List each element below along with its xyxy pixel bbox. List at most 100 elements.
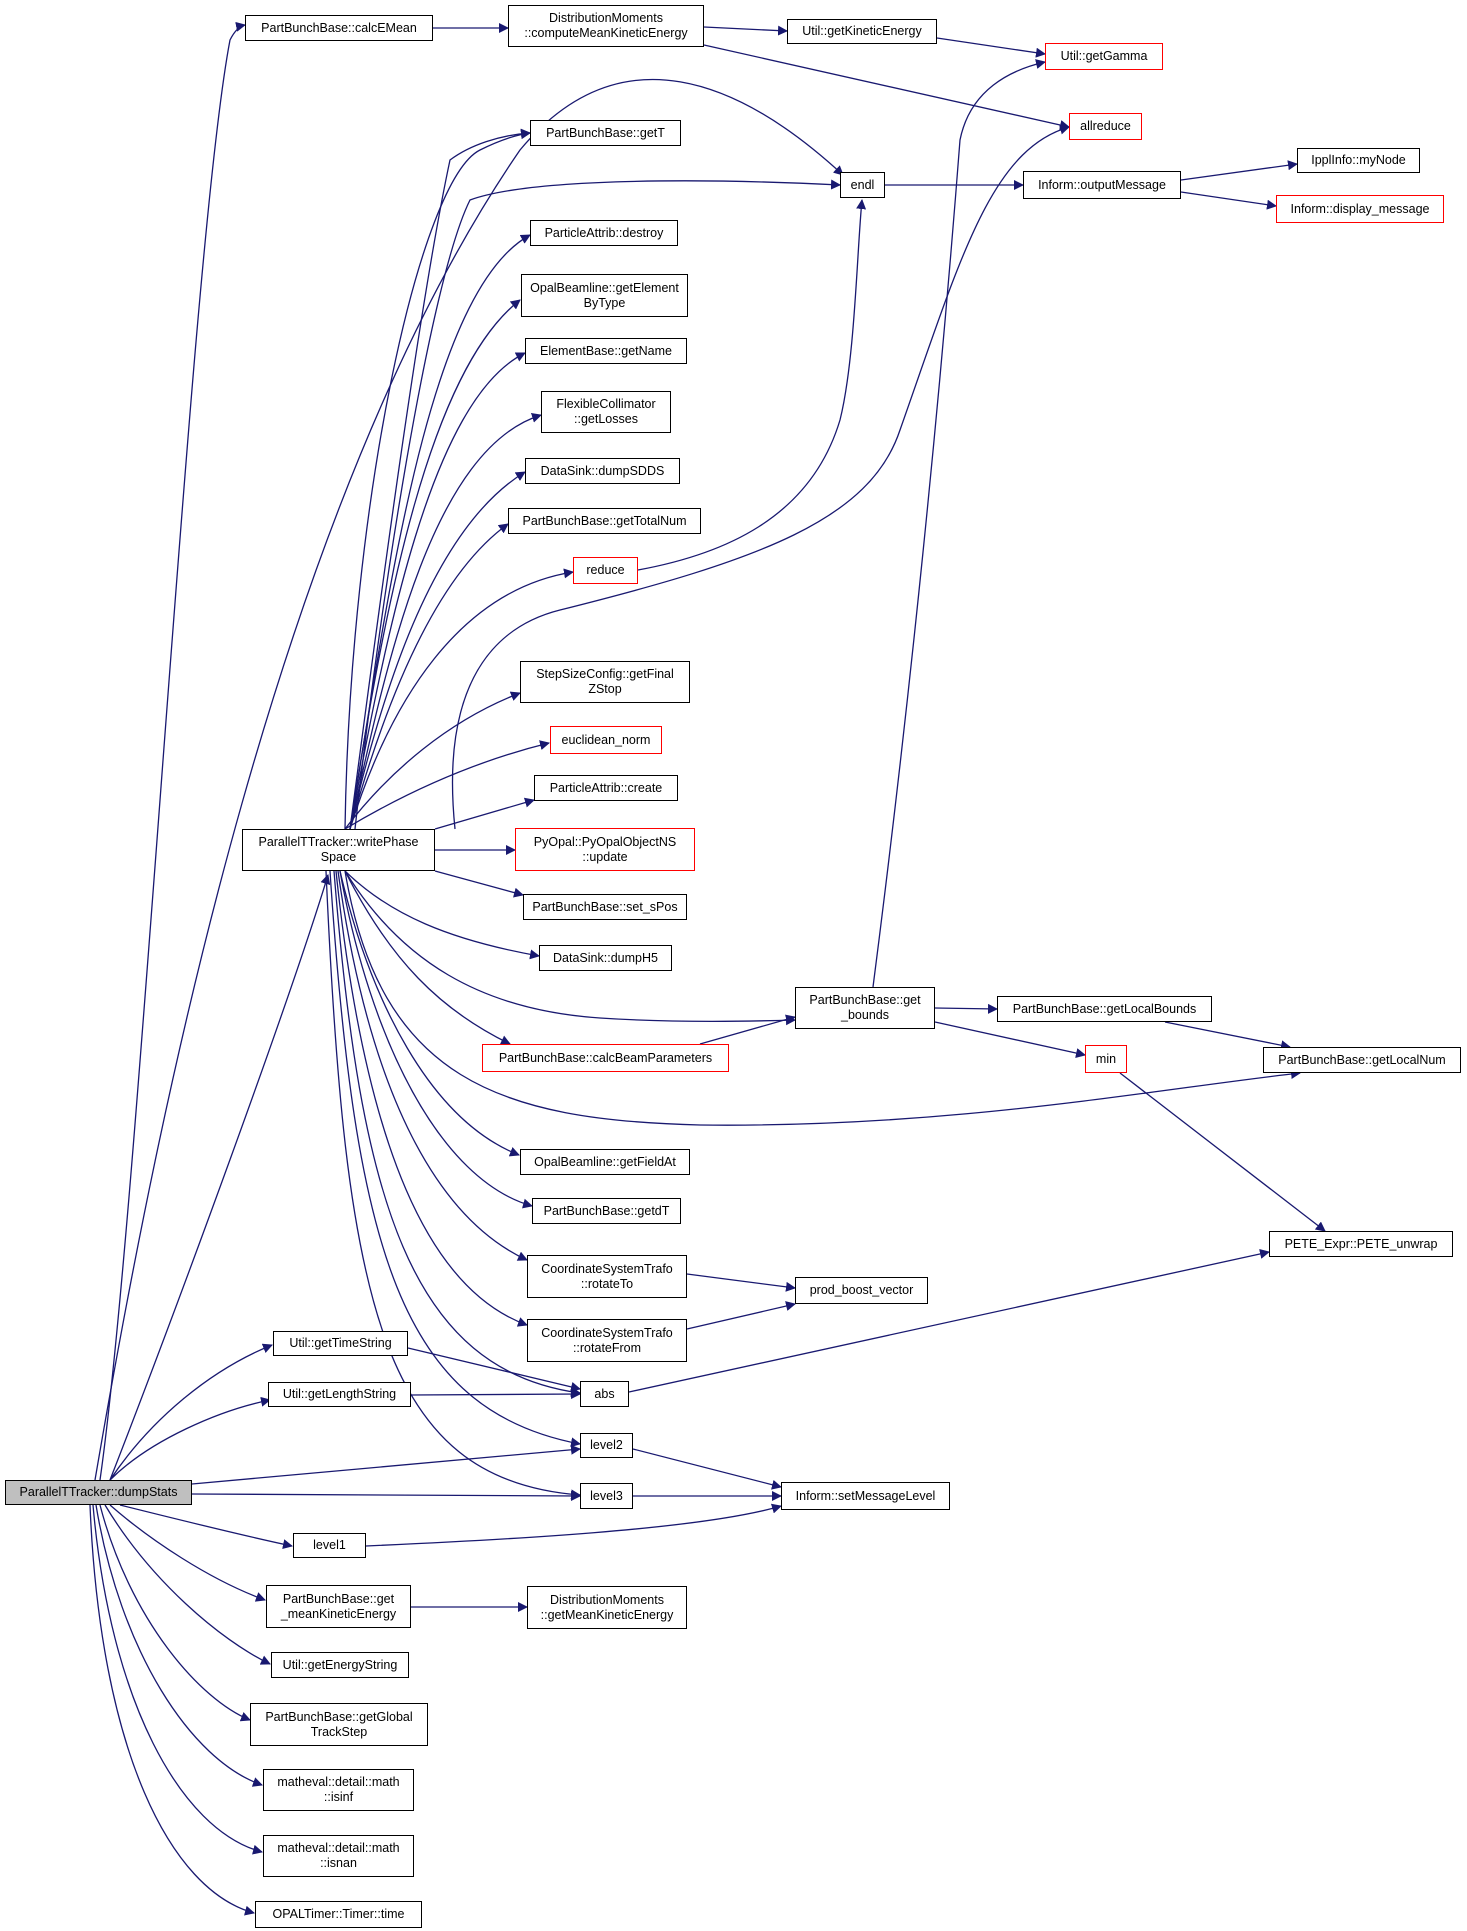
node-get-time-string[interactable]: Util::getTimeString (273, 1331, 408, 1356)
node-output-message[interactable]: Inform::outputMessage (1023, 171, 1181, 199)
node-display-message[interactable]: Inform::display_message (1276, 195, 1444, 223)
edge-wps-calcbeamparameters (344, 870, 511, 1045)
node-calc-emean[interactable]: PartBunchBase::calcEMean (245, 15, 433, 41)
node-allreduce[interactable]: allreduce (1069, 113, 1142, 140)
edge-level2-setmessagelevel (632, 1448, 782, 1490)
node-getd-t[interactable]: PartBunchBase::getdT (532, 1198, 681, 1224)
node-endl[interactable]: endl (840, 172, 885, 198)
edge-calcbeamparameters-getbounds (699, 1014, 796, 1045)
edge-wps-rotatefrom (335, 870, 528, 1327)
node-set-spos[interactable]: PartBunchBase::set_sPos (523, 894, 687, 920)
edge-root-endl (94, 78, 844, 1481)
edge-rotateto-prodboostvector (686, 1273, 796, 1292)
edge-wps-getdt (339, 870, 533, 1209)
edge-root-isnan (92, 1504, 263, 1855)
edge-root-getlengthstring (109, 1396, 271, 1481)
edge-getlocalbounds-getlocalnum (1164, 1021, 1291, 1051)
node-get-element-by-type[interactable]: OpalBeamline::getElement ByType (521, 274, 688, 317)
node-pete-unwrap[interactable]: PETE_Expr::PETE_unwrap (1269, 1231, 1453, 1257)
node-get-local-bounds[interactable]: PartBunchBase::getLocalBounds (997, 996, 1212, 1022)
edge-wps-getfinalzstop (344, 691, 521, 830)
node-dm-get-mean-ke[interactable]: DistributionMoments ::getMeanKineticEner… (527, 1586, 687, 1629)
edge-root-getglobaltrackstep (99, 1504, 251, 1722)
node-level1[interactable]: level1 (293, 1533, 366, 1558)
edge-root-timertime (89, 1504, 255, 1916)
edge-root-calcemean (99, 21, 246, 1481)
edge-getbounds-min (934, 1021, 1086, 1058)
edge-wps-getfieldat (339, 870, 520, 1157)
edge-wps-getelementbytype (349, 299, 521, 830)
node-euclidean-norm[interactable]: euclidean_norm (550, 726, 662, 754)
edge-wps-create (434, 797, 535, 830)
node-isnan[interactable]: matheval::detail::math ::isnan (263, 1835, 414, 1877)
node-get-final-zstop[interactable]: StepSizeConfig::getFinal ZStop (520, 661, 690, 703)
node-get-losses[interactable]: FlexibleCollimator ::getLosses (541, 391, 671, 433)
node-rotate-to[interactable]: CoordinateSystemTrafo ::rotateTo (527, 1255, 687, 1298)
node-get-local-num[interactable]: PartBunchBase::getLocalNum (1263, 1047, 1461, 1073)
edge-root-writephasespace (109, 874, 331, 1481)
edge-reduce-endl (637, 199, 867, 571)
node-destroy[interactable]: ParticleAttrib::destroy (530, 220, 678, 246)
edge-computemeanke-allreduce (703, 44, 1070, 130)
edge-abs-peteunwrap (628, 1249, 1270, 1393)
node-rotate-from[interactable]: CoordinateSystemTrafo ::rotateFrom (527, 1319, 687, 1362)
edge-root-getmeanke (109, 1504, 266, 1602)
edge-rotatefrom-prodboostvector (686, 1301, 796, 1330)
node-prod-boost-vector[interactable]: prod_boost_vector (795, 1277, 928, 1304)
node-calc-beam-parameters[interactable]: PartBunchBase::calcBeamParameters (482, 1044, 729, 1072)
edge-wps-getname (349, 352, 526, 830)
edge-getlengthstring-abs (410, 1389, 581, 1400)
edge-outputmessage-mynode (1180, 160, 1298, 181)
edge-root-getenergystring (104, 1504, 271, 1665)
node-compute-mean-ke[interactable]: DistributionMoments ::computeMeanKinetic… (508, 5, 704, 47)
edge-min-peteunwrap (1119, 1072, 1326, 1232)
edge-level1-setmessagelevel (365, 1503, 782, 1547)
node-level3[interactable]: level3 (580, 1483, 633, 1509)
edge-wps-reduce (349, 568, 574, 830)
edge-root-level1 (119, 1504, 293, 1550)
edge-computemeanke-getkineticenergy (703, 25, 788, 36)
node-isinf[interactable]: matheval::detail::math ::isinf (263, 1769, 414, 1811)
node-get-length-string[interactable]: Util::getLengthString (268, 1382, 411, 1407)
node-py-update[interactable]: PyOpal::PyOpalObjectNS ::update (515, 828, 695, 871)
edge-wps-endl (354, 179, 841, 830)
node-get-mean-ke[interactable]: PartBunchBase::get _meanKineticEnergy (266, 1585, 411, 1628)
node-my-node[interactable]: IpplInfo::myNode (1297, 148, 1420, 173)
node-abs[interactable]: abs (580, 1381, 629, 1407)
edge-getbounds-getlocalbounds (934, 1003, 998, 1014)
edge-wps-euclideannorm (344, 740, 550, 830)
edge-writephasespace-allreduce (451, 124, 1070, 830)
node-get-total-num[interactable]: PartBunchBase::getTotalNum (508, 508, 701, 534)
node-level2[interactable]: level2 (580, 1433, 633, 1458)
node-get-name[interactable]: ElementBase::getName (525, 338, 687, 364)
node-create[interactable]: ParticleAttrib::create (534, 775, 678, 801)
node-get-gamma[interactable]: Util::getGamma (1045, 43, 1163, 70)
node-get-field-at[interactable]: OpalBeamline::getFieldAt (520, 1149, 690, 1175)
node-dump-h5[interactable]: DataSink::dumpH5 (539, 945, 672, 971)
node-timer-time[interactable]: OPALTimer::Timer::time (255, 1901, 422, 1928)
node-dump-sdds[interactable]: DataSink::dumpSDDS (525, 458, 680, 484)
node-get-bounds[interactable]: PartBunchBase::get _bounds (795, 987, 935, 1029)
edge-gettimestring-abs (407, 1347, 581, 1392)
node-reduce[interactable]: reduce (573, 557, 638, 584)
node-get-global-track-step[interactable]: PartBunchBase::getGlobal TrackStep (250, 1703, 428, 1746)
edge-wps-rotateto (337, 870, 528, 1261)
node-get-kinetic-energy[interactable]: Util::getKineticEnergy (787, 19, 937, 44)
edge-wps-getlosses (349, 412, 542, 830)
edge-wps-getT (349, 128, 531, 830)
node-write-phase-space[interactable]: ParallelTTracker::writePhase Space (242, 829, 435, 871)
node-get-t[interactable]: PartBunchBase::getT (530, 120, 681, 146)
edge-root-level3 (191, 1490, 581, 1501)
edge-getkineticenergy-getgamma (936, 37, 1046, 58)
node-root: ParallelTTracker::dumpStats (5, 1480, 192, 1505)
edge-wps-dumpsdds (349, 471, 526, 830)
edge-wps-abs (333, 870, 581, 1397)
edge-wps-getlocalnum (344, 870, 1301, 1126)
node-min[interactable]: min (1085, 1045, 1127, 1073)
node-set-message-level[interactable]: Inform::setMessageLevel (781, 1482, 950, 1510)
edge-wps-getbounds (344, 870, 796, 1026)
node-get-energy-string[interactable]: Util::getEnergyString (271, 1652, 409, 1678)
edge-root-level2 (191, 1444, 581, 1485)
